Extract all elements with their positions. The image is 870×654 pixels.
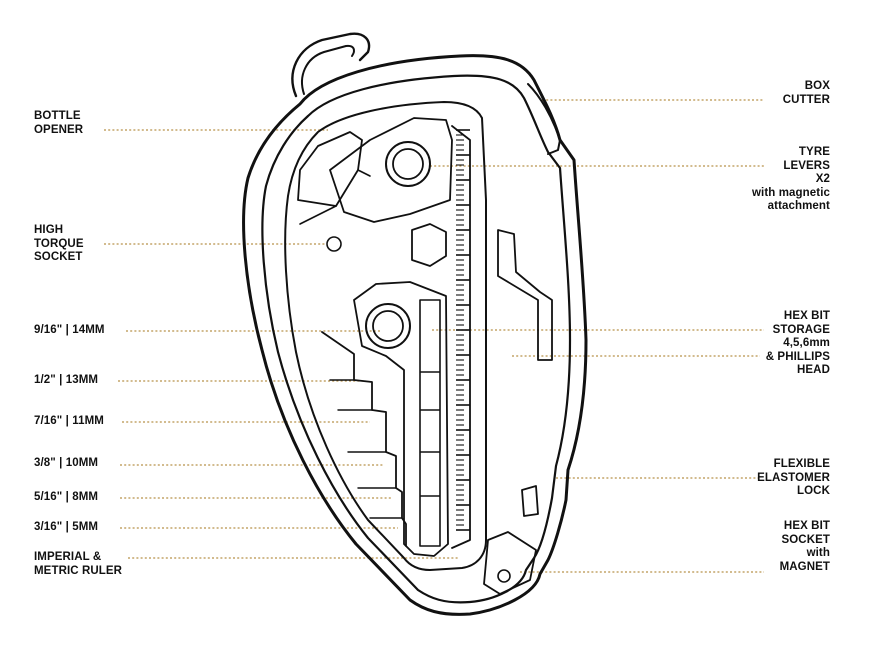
label-size-10mm: 3/8" | 10MM — [34, 457, 99, 469]
tool-body — [242, 32, 588, 616]
magnet-socket — [497, 569, 511, 583]
box-cutter-notch — [527, 83, 561, 155]
outer-shell — [242, 54, 588, 616]
high-torque-socket-hex — [411, 223, 447, 267]
tyre-lever-magnet-inner — [392, 148, 424, 180]
leader-lines — [104, 99, 764, 573]
ruler-edge — [451, 125, 471, 549]
label-ruler: IMPERIAL &METRIC RULER — [34, 551, 123, 577]
socket-14mm-outer — [365, 303, 411, 349]
hex-bit-storage — [353, 281, 449, 557]
socket-14mm-inner — [372, 310, 404, 342]
label-size-5mm: 3/16" | 5MM — [34, 521, 99, 533]
tyre-lever-magnet-outer — [385, 141, 431, 187]
tyre-lever-block — [329, 117, 453, 223]
hang-loop — [291, 32, 371, 98]
elastomer-lock-slot — [521, 485, 539, 517]
hex-bit-socket-corner — [483, 531, 537, 595]
inner-cavity — [284, 101, 487, 571]
label-size-11mm: 7/16" | 11MM — [34, 415, 104, 427]
bottle-opener-shape — [297, 131, 363, 207]
socket-pin — [326, 236, 342, 252]
label-size-14mm: 9/16" | 14MM — [34, 324, 105, 336]
label-size-8mm: 5/16" | 8MM — [34, 491, 99, 503]
label-size-13mm: 1/2" | 13MM — [34, 374, 99, 386]
ruler-ticks — [456, 129, 470, 531]
side-slot — [497, 229, 553, 361]
hang-loop-inner — [301, 44, 355, 95]
hex-bits — [419, 299, 441, 547]
shell-contour — [261, 74, 572, 604]
